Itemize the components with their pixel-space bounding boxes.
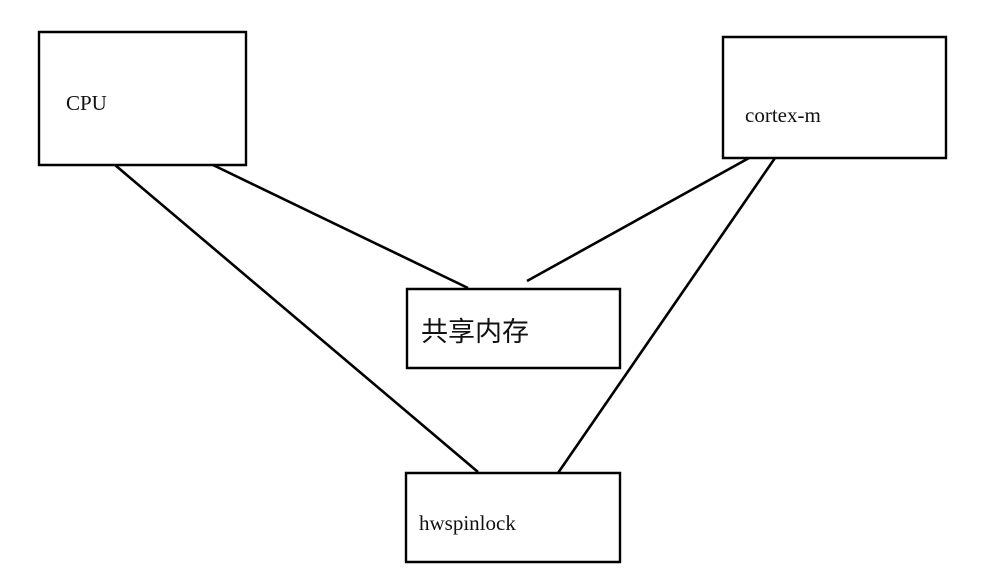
edge-layer	[114, 156, 777, 474]
node-shared-memory-box[interactable]	[407, 289, 620, 368]
node-shared-memory[interactable]: 共享内存	[407, 289, 620, 368]
node-shared-memory-label: 共享内存	[421, 317, 529, 348]
node-cpu[interactable]: CPU	[39, 32, 246, 165]
node-hwspinlock-box[interactable]	[406, 473, 620, 562]
node-hwspinlock-label: hwspinlock	[419, 511, 516, 535]
edge-cpu-to-shared-memory	[212, 163, 469, 290]
node-cortex-m[interactable]: cortex-m	[723, 37, 946, 158]
edge-cpu-to-hwspinlock	[114, 164, 479, 473]
node-cpu-box[interactable]	[39, 32, 246, 165]
edge-cortex-m-to-hwspinlock	[556, 157, 777, 474]
edge-cortex-m-to-shared-memory	[526, 156, 750, 283]
node-cortex-m-label: cortex-m	[745, 103, 821, 127]
node-cpu-label: CPU	[66, 91, 107, 115]
node-hwspinlock[interactable]: hwspinlock	[406, 473, 620, 562]
node-layer: CPU cortex-m 共享内存 hwspinlock	[39, 32, 946, 562]
node-cortex-m-box[interactable]	[723, 37, 946, 158]
